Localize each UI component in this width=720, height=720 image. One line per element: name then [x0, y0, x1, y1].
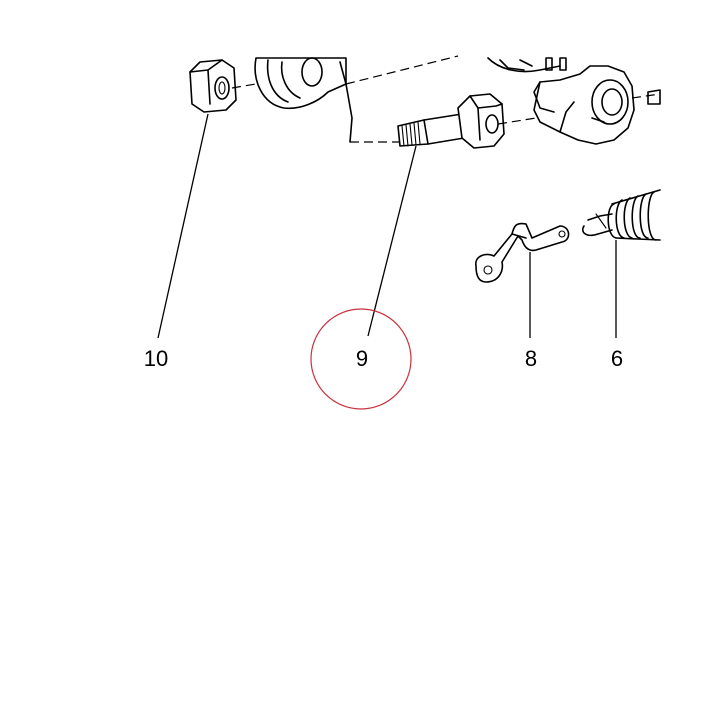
callout-9[interactable]: 9 — [356, 346, 368, 371]
highlight-circle — [310, 308, 412, 410]
callout-labels: 10 9 8 6 — [144, 346, 623, 371]
leader-9 — [367, 145, 417, 337]
part-10-bushing — [189, 59, 257, 113]
housing-assembly — [254, 55, 661, 145]
leader-10 — [157, 113, 209, 339]
callout-10[interactable]: 10 — [144, 346, 168, 371]
callout-6[interactable]: 6 — [611, 346, 623, 371]
part-9-shoulder-bolt — [397, 93, 537, 149]
callout-8[interactable]: 8 — [525, 346, 537, 371]
part-8-clip — [475, 222, 570, 283]
leader-lines — [157, 113, 617, 339]
part-6-spring — [582, 189, 661, 241]
